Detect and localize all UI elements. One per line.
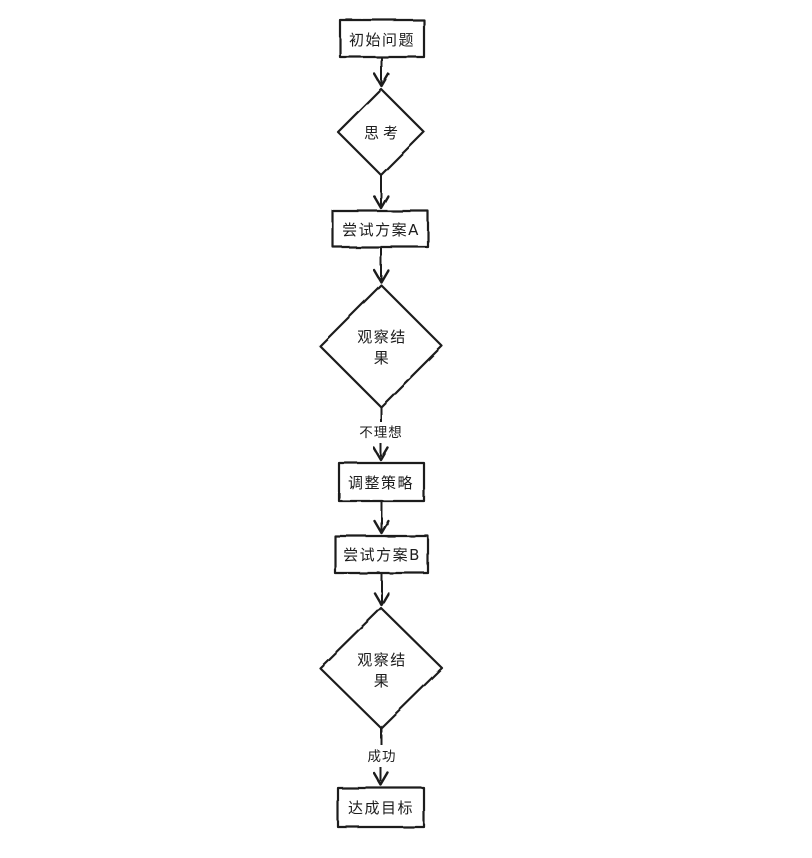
node-observe-2 xyxy=(318,606,444,730)
node-goal xyxy=(336,786,426,829)
arrowhead-observe-2-goal xyxy=(372,771,390,787)
node-observe-2-label-line2: 果 xyxy=(374,672,391,690)
node-observe-1 xyxy=(318,283,444,409)
node-observe-2-label-line1: 观察结 xyxy=(357,651,407,669)
node-adjust-label: 调整策略 xyxy=(348,474,414,492)
edge-label-bg-success xyxy=(360,745,403,767)
node-adjust xyxy=(337,461,426,503)
node-try-b-label: 尝试方案B xyxy=(343,546,421,564)
node-think xyxy=(336,87,426,177)
arrowhead-try-b-observe-2 xyxy=(373,591,390,607)
node-try-a xyxy=(331,209,430,249)
node-try-b xyxy=(333,534,430,575)
edge-label-success: 成功 xyxy=(368,749,397,765)
node-start-label: 初始问题 xyxy=(349,31,415,49)
arrowhead-observe-1-adjust xyxy=(372,446,390,462)
node-observe-1-label-line2: 果 xyxy=(374,349,391,367)
edge-label-not-ideal: 不理想 xyxy=(359,425,403,441)
arrowhead-start-think xyxy=(373,72,390,88)
node-goal-label: 达成目标 xyxy=(348,799,414,817)
arrowhead-think-try-a xyxy=(372,194,390,210)
edge-label-bg-not-ideal xyxy=(353,422,409,443)
arrowhead-try-a-observe-1 xyxy=(372,268,390,284)
node-start xyxy=(338,18,426,59)
node-observe-1-label-line1: 观察结 xyxy=(357,328,407,346)
arrowhead-adjust-try-b xyxy=(373,519,390,535)
node-think-label: 思考 xyxy=(364,124,402,142)
node-try-a-label: 尝试方案A xyxy=(342,221,420,239)
